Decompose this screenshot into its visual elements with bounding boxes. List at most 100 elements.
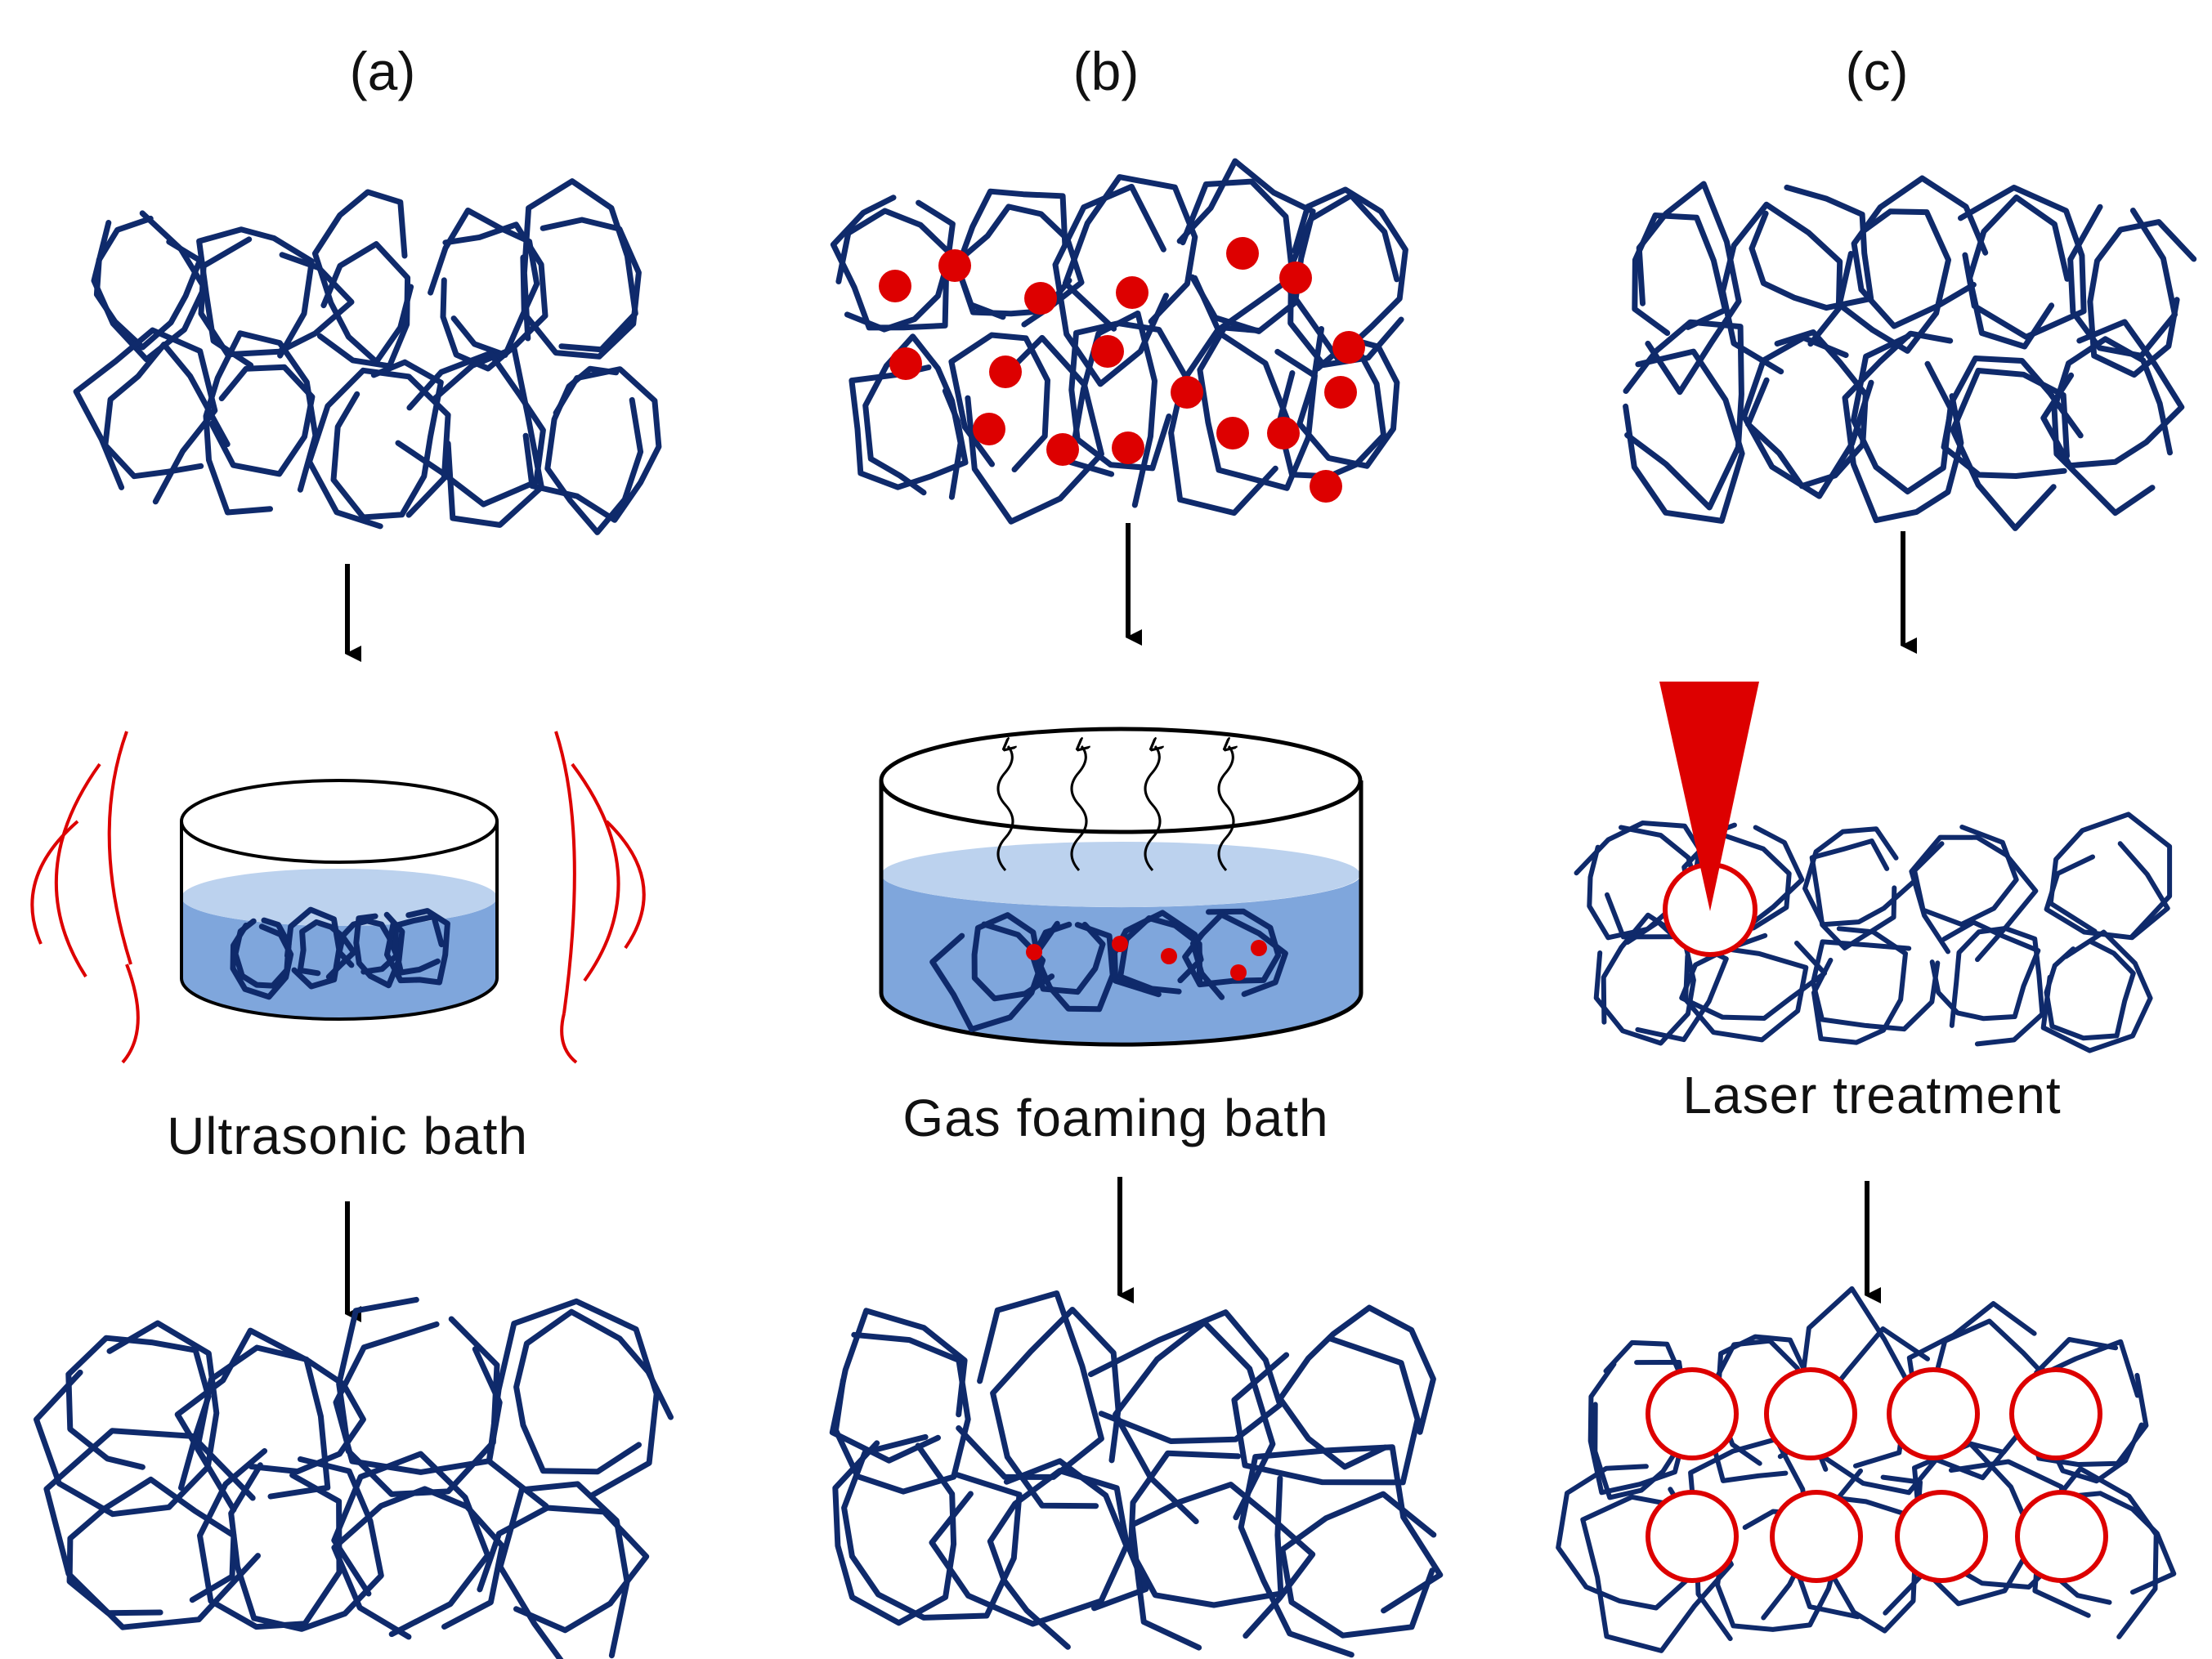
process-label-a: Ultrasonic bath	[167, 1107, 528, 1165]
fiber-strand	[1929, 919, 2041, 1022]
fiber-strand	[333, 1321, 503, 1475]
fiber-strand	[1592, 1339, 1690, 1500]
fiber-strand	[102, 342, 231, 480]
porogen-particle-icon	[1026, 944, 1042, 960]
porogen-particle-icon	[1161, 948, 1177, 964]
porogen-particle-icon	[1226, 237, 1259, 270]
fiber-strand	[1745, 329, 1869, 490]
fiber-strand	[1283, 186, 1408, 361]
fiber-strand	[1811, 939, 1941, 1032]
dense-scaffold-a	[73, 178, 662, 535]
fiber-strand	[520, 217, 642, 360]
fiber-strand	[1087, 1309, 1283, 1444]
pore-ring-icon	[1646, 1490, 1739, 1583]
fiber-strand	[1062, 174, 1198, 332]
pore-ring-icon	[1764, 1367, 1857, 1460]
fiber-strand	[1749, 184, 1874, 311]
fiber-strand	[513, 1308, 674, 1475]
fiber-strand	[2067, 203, 2178, 359]
fiber-strand	[1113, 1319, 1276, 1525]
pore-ring-icon	[1887, 1367, 1980, 1460]
fiber-strand	[34, 1320, 220, 1518]
fiber-strand	[228, 1456, 384, 1632]
porogen-particle-icon	[1332, 331, 1365, 364]
fiber-strand	[2040, 319, 2185, 469]
fiber-strand	[196, 226, 315, 369]
porous-scaffold-a	[34, 1296, 674, 1659]
compact-scaffold-a	[230, 906, 450, 1000]
porogen-particle-icon	[1116, 276, 1149, 309]
fiber-strand	[1623, 319, 1744, 511]
beaker-icon	[180, 779, 499, 1021]
fiber-strand	[43, 1428, 261, 1630]
gas-bubble-arrow-icon	[996, 746, 1234, 872]
fiber-strand	[1238, 1444, 1444, 1658]
porogen-particle-icon	[889, 347, 922, 380]
fiber-strand	[544, 365, 644, 535]
porogen-particle-icon	[1091, 335, 1124, 368]
fiber-strand	[929, 921, 1046, 1032]
fiber-strand	[832, 1440, 957, 1626]
fiber-strand	[331, 1451, 491, 1638]
fiber-strand	[1811, 926, 1908, 1045]
fiber-strand	[477, 1505, 650, 1634]
pore-ring-icon	[1646, 1367, 1739, 1460]
scaffold-under-laser	[1574, 812, 2173, 1053]
fiber-strand	[521, 178, 638, 353]
porogen-particle-icon	[1279, 262, 1312, 294]
fiber-strand	[353, 911, 405, 989]
porogen-particle-icon	[1216, 417, 1249, 449]
laser-pores	[1646, 1367, 2108, 1583]
porous-scaffold-b	[829, 1290, 1444, 1658]
porogen-particle-icon	[879, 270, 911, 302]
fiber-strand	[93, 215, 203, 351]
pore-ring-icon	[2015, 1490, 2108, 1583]
porogen-particle-icon	[1324, 376, 1357, 409]
porogen-particle-icon	[1024, 282, 1057, 315]
fiber-strand	[428, 208, 540, 358]
pore-ring-icon	[1895, 1490, 1988, 1583]
fiber-strand	[522, 366, 662, 523]
fiber-strand	[833, 1331, 971, 1495]
fiber-strand	[1623, 348, 1745, 524]
fiber-strand	[197, 1448, 343, 1630]
fiber-strand	[1909, 834, 2039, 963]
panel-label-b: (b)	[1073, 41, 1140, 101]
process-label-c: Laser treatment	[1682, 1066, 2061, 1125]
fiber-strand	[1809, 838, 1897, 950]
fiber-strand	[2044, 939, 2136, 1041]
fiber-strand	[1967, 195, 2071, 350]
process-label-b: Gas foaming bath	[902, 1089, 1328, 1147]
fiber-strand	[440, 221, 549, 372]
fiber-strand	[1052, 183, 1169, 387]
fiber-strand	[208, 364, 316, 477]
porogen-particle-icon	[1251, 940, 1267, 956]
fiber-strand	[1279, 1491, 1437, 1639]
compact-scaffold-b	[929, 908, 1288, 1032]
fiber-strand	[311, 189, 414, 365]
fiber-strand	[955, 188, 1072, 317]
fiber-strand	[2087, 219, 2197, 378]
porogen-particle-icon	[1112, 432, 1144, 464]
fiber-strand	[330, 359, 444, 521]
porogen-particle-icon	[1267, 417, 1300, 449]
fiber-strand	[497, 1481, 630, 1659]
fiber-strand	[307, 367, 451, 530]
panel-label-c: (c)	[1846, 41, 1909, 101]
fiber-strand	[1802, 826, 1916, 928]
fiber-strand	[948, 332, 1050, 472]
fiber-strand	[1030, 921, 1106, 995]
fiber-strand	[1683, 945, 1809, 1043]
porogen-particles	[879, 237, 1365, 503]
fiber-strand	[1127, 1450, 1284, 1608]
fiber-strand	[1296, 326, 1400, 469]
porogen-particles-in-bath	[1026, 936, 1267, 981]
ultrasound-wave-icon	[30, 731, 646, 1064]
fiber-strand	[431, 345, 544, 528]
fiber-strand	[829, 1308, 968, 1464]
fiber-strand	[1842, 330, 1964, 524]
porogen-particle-icon	[973, 413, 1005, 445]
porogen-particle-icon	[938, 249, 971, 282]
fiber-strand	[331, 1486, 505, 1640]
